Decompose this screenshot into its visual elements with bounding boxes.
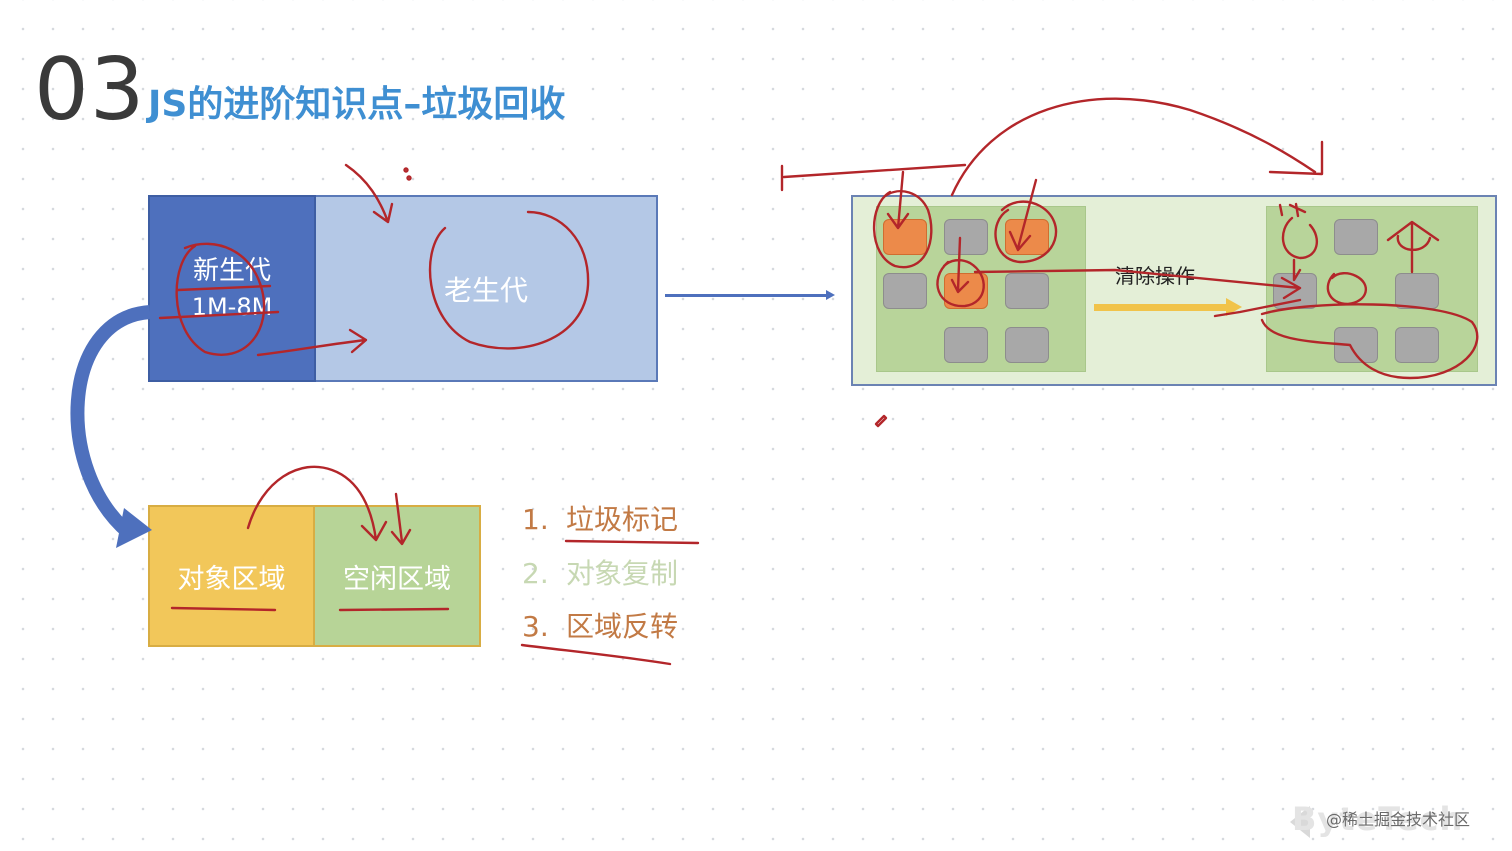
slide-title: JS的进阶知识点–垃圾回收 (148, 84, 566, 125)
clear-arrow-shaft (1094, 304, 1228, 311)
compaction-panel-before (876, 206, 1086, 372)
memory-cell-live (1395, 327, 1439, 363)
section-number: 03 (34, 40, 146, 140)
memory-cell-garbage (883, 219, 927, 255)
annotation-arrow-cell1 (886, 170, 910, 230)
old-generation-label: 老生代 (443, 273, 528, 307)
compaction-panel-after (1266, 206, 1478, 372)
annotation-underline-object (170, 606, 277, 612)
free-area-label: 空闲区域 (343, 563, 451, 595)
memory-cell-live (1395, 273, 1439, 309)
annotation-underline-step3 (520, 643, 672, 666)
watermark-credit: @稀土掘金技术社区 (1326, 810, 1471, 829)
step-text: 垃圾标记 (566, 503, 679, 536)
annotation-circle-cell3 (994, 200, 1058, 264)
annotation-arrow-lower (1213, 298, 1302, 318)
watermark-brand: ByteTech (1292, 800, 1464, 838)
step-text: 区域反转 (566, 610, 679, 643)
memory-cell-live (883, 273, 927, 309)
annotation-arc-scavenge (246, 465, 388, 542)
annotation-arrow-move (973, 268, 1302, 300)
annotation-circle-right-mid (1326, 272, 1367, 306)
step-item-mark: 1. 垃圾标记 (522, 500, 678, 540)
annotation-circle-old (428, 210, 590, 350)
annotation-underline-free (338, 607, 450, 612)
annotation-arc-top (950, 97, 1324, 197)
connector-arrow-head (826, 290, 835, 300)
annotation-underline-step1 (564, 539, 700, 545)
annotation-pencil-mark (874, 414, 888, 428)
annotation-oval-bottom (1260, 303, 1479, 380)
annotation-strike-young (158, 284, 280, 320)
memory-cell-live (1334, 327, 1378, 363)
annotation-circle-cell5 (936, 258, 985, 308)
memory-cell-live (944, 219, 988, 255)
annotation-arrow-cell3 (1008, 178, 1038, 252)
free-area-box: 空闲区域 (315, 505, 481, 647)
memory-grid-after (1267, 207, 1477, 363)
annotation-circle-young (175, 242, 266, 356)
old-generation-box: 老生代 (316, 197, 656, 380)
annotation-mark-right (1278, 202, 1307, 282)
annotation-mark-start (780, 163, 967, 192)
annotation-arrow-right-up (1386, 220, 1440, 274)
memory-grid-before (877, 207, 1085, 363)
young-to-scavenge-arrowhead (116, 508, 152, 548)
annotation-arrow-cell5 (950, 236, 970, 294)
step-item-copy: 2. 对象复制 (522, 554, 678, 594)
memory-cell-live (1005, 327, 1049, 363)
bytetech-logo-icon (1290, 806, 1310, 838)
memory-cell-live (1005, 273, 1049, 309)
step-number: 3. (522, 610, 549, 643)
annotation-circle-right-top (1281, 216, 1319, 260)
annotation-dot (403, 167, 409, 173)
annotation-arrow-free (390, 492, 412, 546)
memory-cell-live (1334, 219, 1378, 255)
object-area-label: 对象区域 (177, 563, 286, 595)
annotation-arrow-young-old (256, 328, 368, 357)
step-item-flip: 3. 区域反转 (522, 607, 678, 647)
annotation-dot (406, 175, 412, 181)
step-number: 1. (522, 503, 549, 536)
young-to-scavenge-arrow (70, 305, 151, 538)
step-number: 2. (522, 557, 549, 590)
object-area-box: 对象区域 (148, 505, 315, 647)
annotation-arrow-top (344, 163, 394, 224)
annotation-circle-cell1 (872, 190, 933, 269)
step-text: 对象复制 (566, 557, 679, 590)
connector-arrow-line (665, 294, 827, 297)
memory-cell-live (944, 327, 988, 363)
